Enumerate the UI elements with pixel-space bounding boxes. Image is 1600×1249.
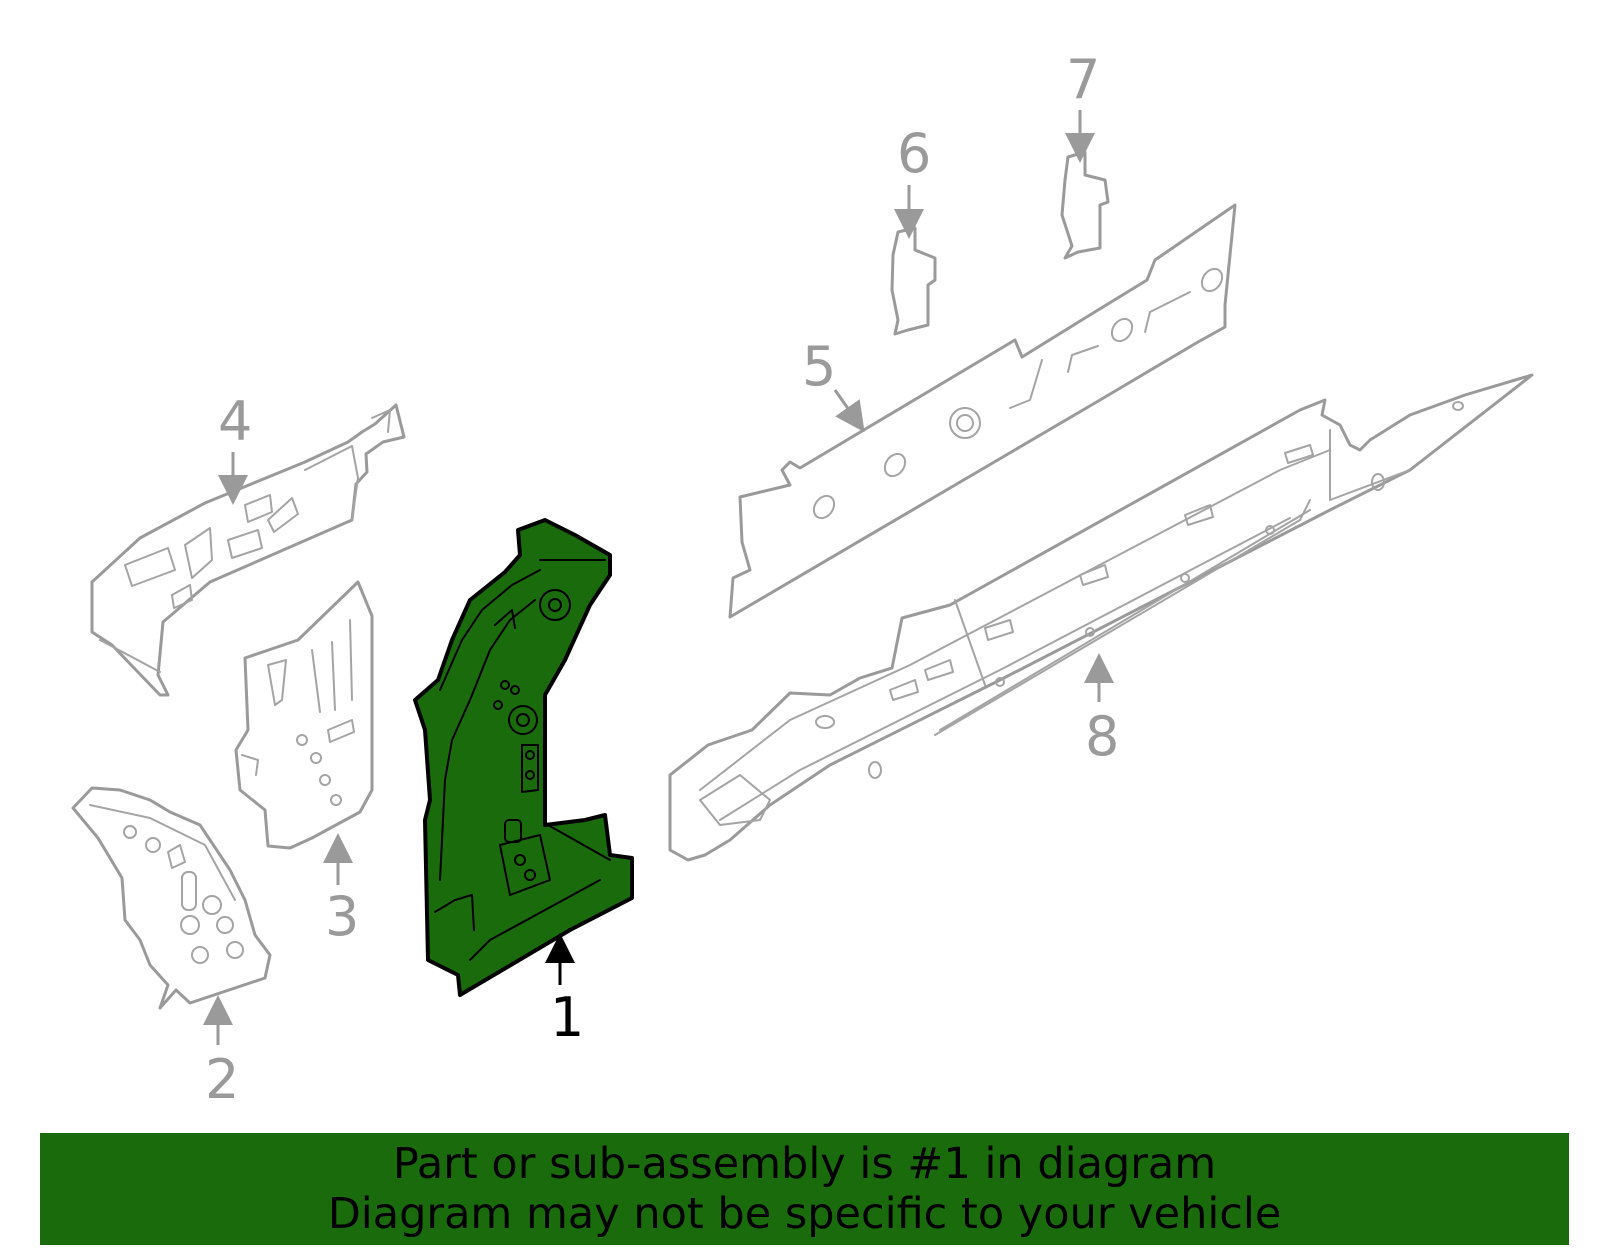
part-2-bracket[interactable] xyxy=(71,786,272,1010)
callout-1: 1 xyxy=(550,986,584,1049)
part-7-bracket[interactable] xyxy=(1060,150,1110,260)
banner-line-2: Diagram may not be specific to your vehi… xyxy=(327,1189,1282,1239)
part-5-reinforcement[interactable] xyxy=(728,203,1237,619)
callout-6: 6 xyxy=(897,122,931,185)
leader-arrows xyxy=(203,110,1114,1045)
callout-2: 2 xyxy=(205,1048,239,1111)
part-3-panel[interactable] xyxy=(234,580,374,850)
part-4-panel[interactable] xyxy=(90,403,406,697)
callout-3: 3 xyxy=(325,885,359,948)
banner-line-1: Part or sub-assembly is #1 in diagram xyxy=(392,1139,1217,1189)
info-banner: Part or sub-assembly is #1 in diagram Di… xyxy=(40,1133,1569,1245)
callout-5: 5 xyxy=(802,335,836,398)
callout-8: 8 xyxy=(1085,705,1119,768)
part-8-sill[interactable] xyxy=(668,373,1534,862)
part-1-pillar[interactable] xyxy=(413,518,634,997)
part-6-bracket[interactable] xyxy=(890,226,937,336)
callout-4: 4 xyxy=(218,390,252,453)
leader-5 xyxy=(833,389,865,433)
callout-7: 7 xyxy=(1066,48,1100,111)
